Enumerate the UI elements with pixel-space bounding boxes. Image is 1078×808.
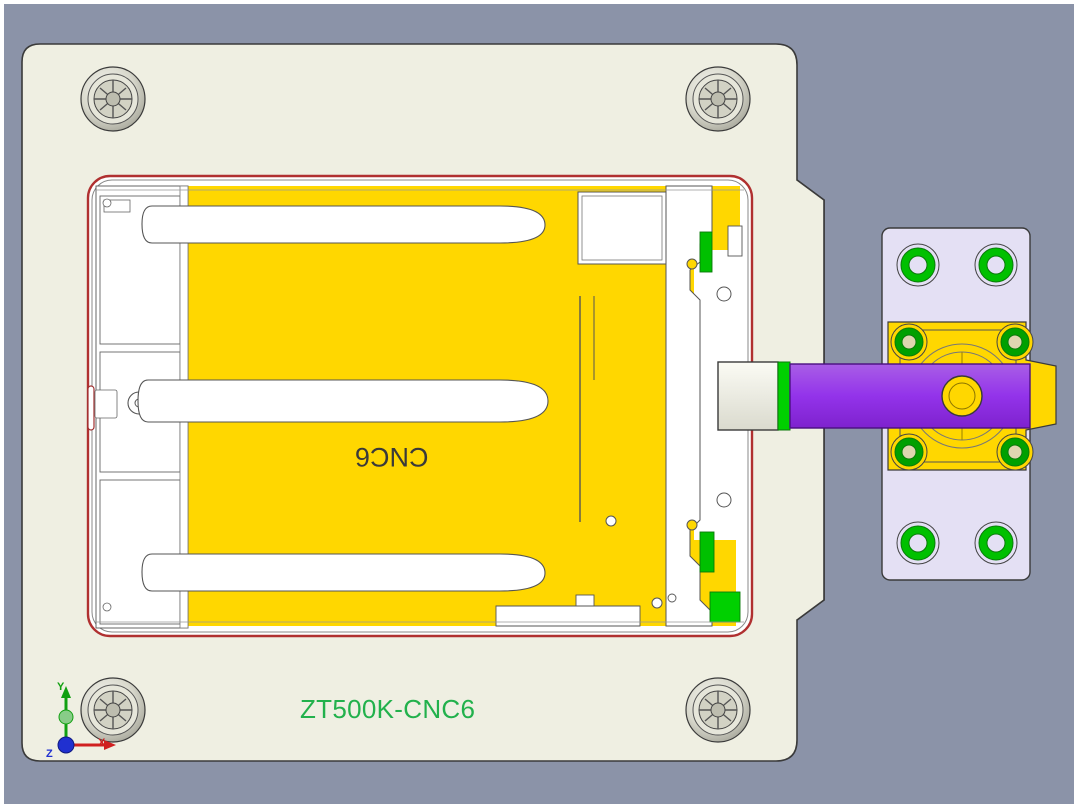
side-bolt-top-left	[896, 243, 940, 287]
bolt-bottom-left	[80, 677, 146, 743]
axis-triad	[57, 686, 116, 754]
side-bolt-mid-bot-left	[890, 433, 928, 471]
bolt-top-left	[80, 66, 146, 132]
clamp-accent-strip	[777, 361, 791, 431]
support-pad-top	[141, 205, 546, 244]
support-pad-bottom	[141, 553, 546, 592]
side-bolt-bottom-right	[974, 521, 1018, 565]
side-bolt-top-right	[974, 243, 1018, 287]
bolt-top-right	[685, 66, 751, 132]
side-bolt-mid-top-right	[996, 323, 1034, 361]
side-bolt-bottom-left	[896, 521, 940, 565]
support-pads	[137, 205, 549, 592]
pocket-right-features	[495, 185, 743, 627]
swing-clamp-arm	[789, 363, 1031, 429]
pocket-guide-lines	[96, 189, 744, 623]
support-pad-middle	[137, 379, 549, 423]
side-bolt-mid-top-left	[890, 323, 928, 361]
swing-clamp-assembly	[717, 361, 1031, 431]
bolt-bottom-right	[685, 677, 751, 743]
hydraulic-cylinder	[717, 361, 779, 431]
side-bolt-mid-bot-right	[996, 433, 1034, 471]
side-block-bolts	[890, 243, 1034, 565]
corner-bolt-group	[80, 66, 751, 743]
workpiece-pocket	[86, 174, 754, 638]
